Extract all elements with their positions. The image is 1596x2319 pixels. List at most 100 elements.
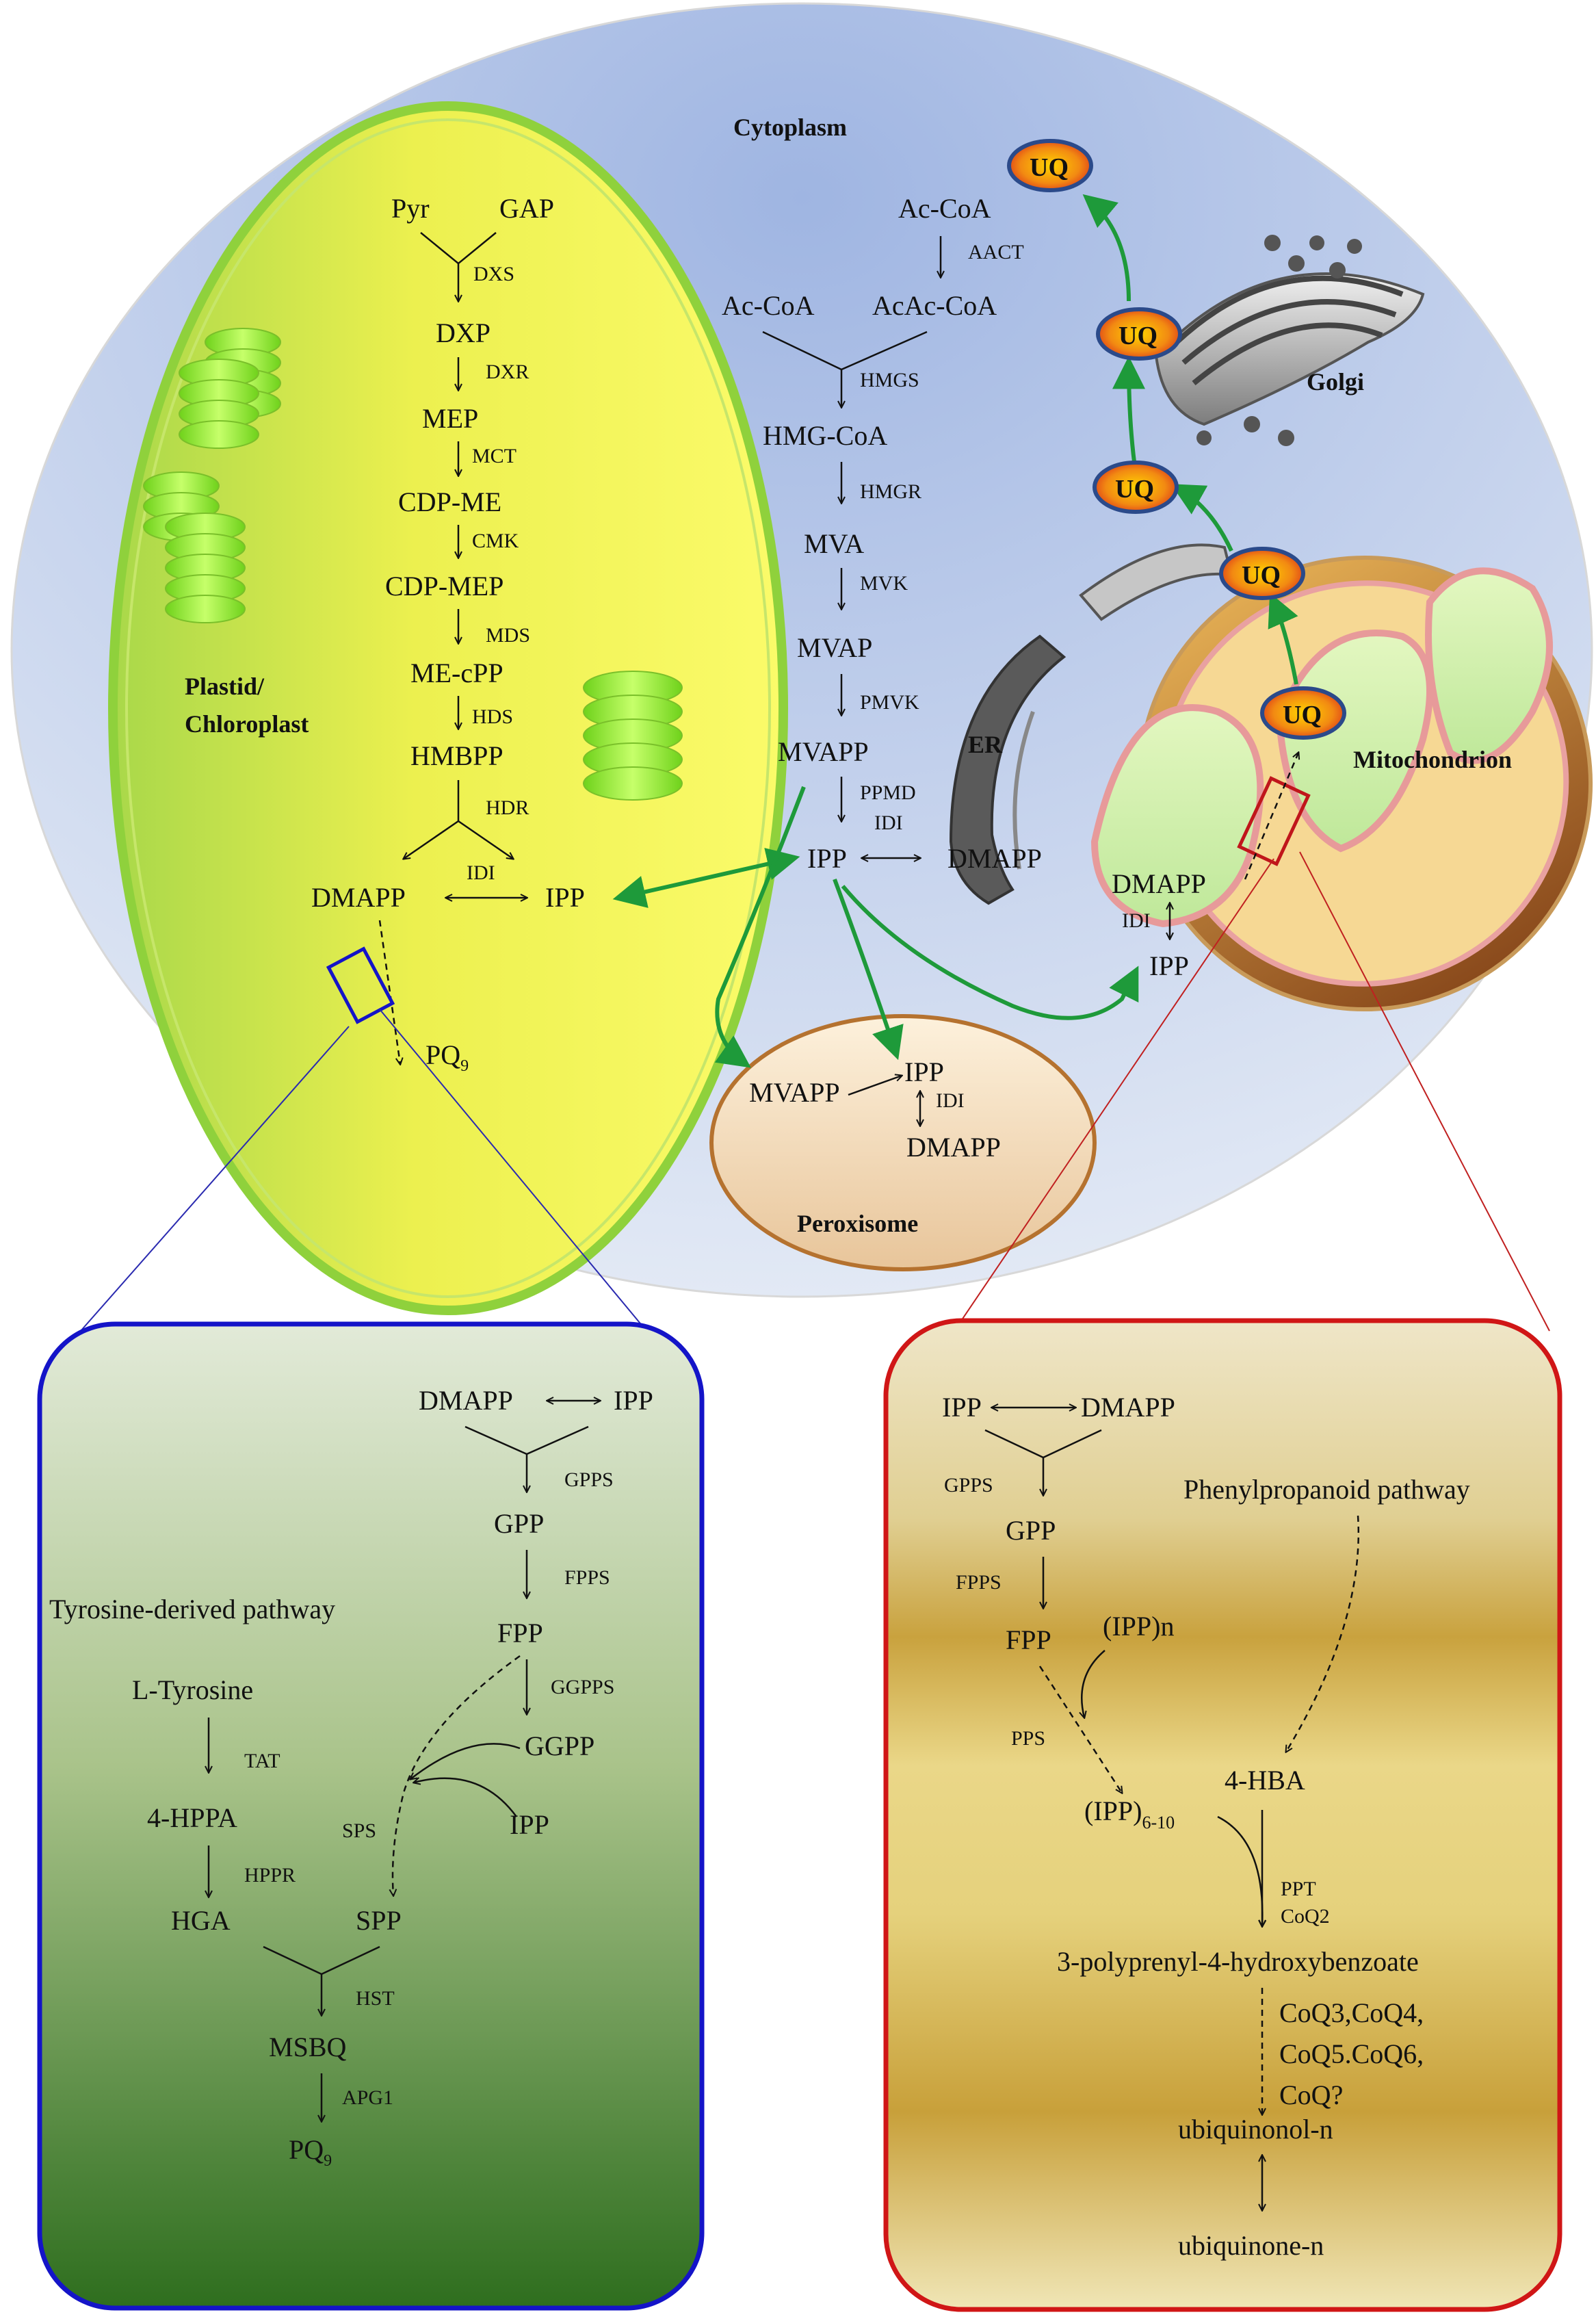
mep-pathway: Pyr GAP DXS DXP DXR MEP MCT CDP-ME CMK C… [311,193,585,1075]
box-dmapp-node: DMAPP [419,1385,513,1416]
plastid-inner-membrane [125,118,771,1298]
ubox-gpp-node: GPP [1006,1515,1056,1546]
thylakoid-stack-icon [179,328,281,449]
polyprenyl-node: 3-polyprenyl-4-hydroxybenzoate [1057,1946,1419,1977]
dxp-node: DXP [436,318,490,348]
ac-coa-node: Ac-CoA [722,290,815,321]
uq-pathway-box [883,1318,1562,2312]
cdp-mep-node: CDP-MEP [385,571,503,601]
uq-badge-icon: UQ [1096,307,1182,361]
plastid-idi-enzyme: IDI [467,861,495,884]
ac-coa-top-node: Ac-CoA [898,193,991,224]
uq-badge-icon: UQ [1219,547,1305,600]
hmgr-enzyme: HMGR [860,480,921,503]
mva-node: MVA [804,528,864,559]
fpps-enzyme: FPPS [564,1566,610,1589]
hppr-enzyme: HPPR [244,1864,296,1887]
ubiquinone-node: ubiquinone-n [1178,2230,1324,2261]
uq-pathway: IPP DMAPP GPPS GPP Phenylpropanoid pathw… [942,1392,1470,2261]
cyto-dmapp-node: DMAPP [947,843,1042,874]
left-zoom-line [379,1009,647,1332]
peroxisome-body [709,1014,1097,1271]
plastid-body [108,101,788,1315]
cytoplasm-label: Cytoplasm [733,114,847,141]
acac-coa-node: AcAc-CoA [872,290,997,321]
ubox-gpps-enzyme: GPPS [944,1474,993,1497]
transport-arrows [612,194,1298,1068]
ipp-6-10-node: (IPP)6-10 [1084,1796,1175,1832]
perox-idi-enzyme: IDI [936,1089,965,1112]
plastid-ipp-node: IPP [545,882,585,913]
box-ipp2-node: IPP [510,1809,549,1840]
sps-enzyme: SPS [342,1819,376,1842]
ubox-fpps-enzyme: FPPS [956,1571,1002,1594]
pq9-pathway-box [37,1321,705,2311]
mvk-enzyme: MVK [860,572,908,595]
apg1-enzyme: APG1 [342,2086,393,2109]
svg-text:UQ: UQ [1115,475,1154,504]
coq-enzymes-line2: CoQ5.CoQ6, [1279,2038,1424,2069]
ipp-n-node: (IPP)n [1103,1611,1174,1642]
mitochondrion-label: Mitochondrion [1353,746,1512,773]
gpps-enzyme: GPPS [564,1468,614,1491]
box-ipp-node: IPP [614,1385,653,1416]
hppa-node: 4-HPPA [147,1802,237,1833]
er-label: ER [968,731,1003,758]
cdp-me-node: CDP-ME [398,487,501,517]
hga-node: HGA [171,1905,231,1936]
thylakoid-stack-icon [583,671,683,801]
msbq-node: MSBQ [269,2032,346,2062]
l-tyrosine-node: L-Tyrosine [132,1674,253,1705]
mep-node: MEP [422,403,478,434]
gpp-node: GPP [494,1508,544,1539]
tat-enzyme: TAT [244,1750,280,1772]
ubiquinonol-node: ubiquinonol-n [1178,2114,1333,2145]
perox-dmapp-node: DMAPP [906,1132,1001,1163]
svg-text:UQ: UQ [1118,322,1157,350]
svg-text:UQ: UQ [1030,153,1069,182]
plastid-dmapp-node: DMAPP [311,882,406,913]
dxs-enzyme: DXS [473,263,514,285]
mito-ipp-node: IPP [1149,950,1189,981]
hds-enzyme: HDS [472,705,513,728]
ppmd-enzyme: PPMD [860,781,916,804]
mct-enzyme: MCT [472,445,516,467]
coq2-enzyme: CoQ2 [1281,1905,1330,1928]
hmbpp-node: HMBPP [410,740,503,771]
tyrosine-pathway-label: Tyrosine-derived pathway [49,1594,335,1624]
mvapp-node: MVAPP [778,736,869,767]
plastid-label: Plastid/ [185,673,265,700]
cyto-ipp-node: IPP [807,843,847,874]
dxr-enzyme: DXR [486,361,529,383]
right-zoom-line [954,858,1274,1332]
pmvk-enzyme: PMVK [860,691,919,714]
right-zoom-line [1299,851,1550,1332]
hdr-enzyme: HDR [486,796,529,819]
ubox-dmapp-node: DMAPP [1081,1392,1175,1423]
ubox-fpp-node: FPP [1006,1624,1051,1655]
uq-badge-icon: UQ [1007,139,1093,192]
spp-node: SPP [356,1905,402,1936]
plastid-label-2: Chloroplast [185,710,309,738]
phenylpropanoid-label: Phenylpropanoid pathway [1183,1474,1470,1505]
mva-pathway: Ac-CoA AACT Ac-CoA AcAc-CoA HMGS HMG-CoA… [722,193,1042,874]
aact-enzyme: AACT [968,241,1024,263]
pyr-node: Pyr [391,193,430,224]
golgi-label: Golgi [1307,368,1364,396]
gap-node: GAP [499,193,554,224]
pps-enzyme: PPS [1011,1727,1045,1750]
me-cpp-node: ME-cPP [410,658,503,688]
svg-text:UQ: UQ [1283,701,1322,729]
ppt-enzyme: PPT [1281,1878,1316,1900]
box-pq9-node: PQ9 [289,2134,332,2170]
perox-mvapp-node: MVAPP [749,1077,840,1108]
thylakoid-stack-icon [143,471,246,623]
svg-text:UQ: UQ [1242,561,1281,590]
plastid-zoom-box [326,946,395,1024]
fpp-node: FPP [497,1618,543,1648]
4-hba-node: 4-HBA [1225,1765,1305,1796]
coq-enzymes-line1: CoQ3,CoQ4, [1279,1997,1424,2028]
mds-enzyme: MDS [486,624,530,647]
ggpp-node: GGPP [525,1731,594,1761]
mito-idi-enzyme: IDI [1122,909,1151,932]
